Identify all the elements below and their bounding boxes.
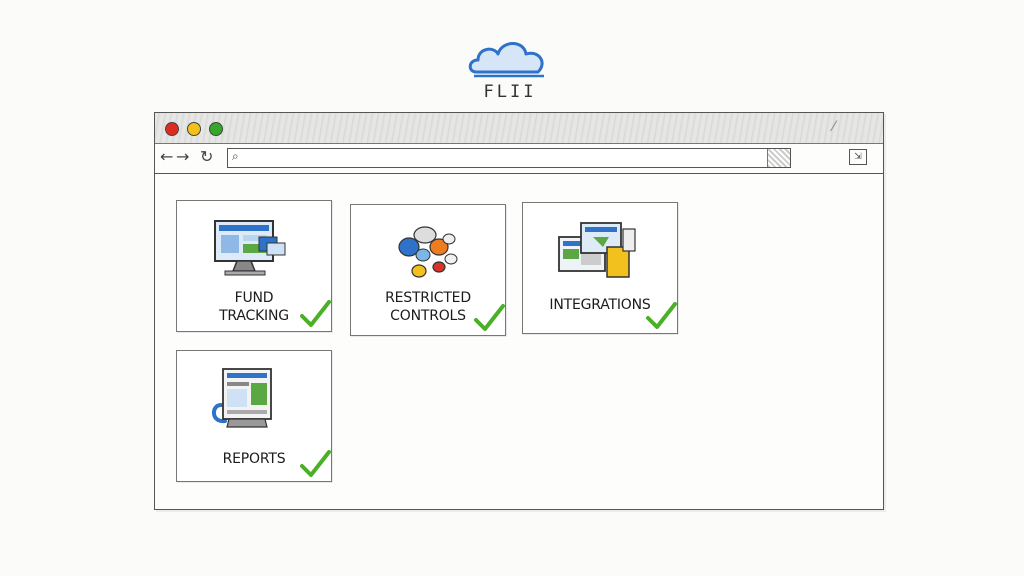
feature-label: TRACKING: [219, 308, 289, 324]
feature-card-integrations[interactable]: INTEGRATIONS: [522, 202, 678, 334]
checkmark-icon: [474, 304, 505, 331]
checkmark-icon: [300, 450, 331, 477]
connected-screens-icon: [558, 222, 636, 278]
colorful-blobs-icon: [398, 226, 458, 278]
feature-label: FUND: [234, 290, 274, 306]
address-bar[interactable]: ⌕: [227, 148, 791, 168]
monitor-dashboard-icon: [214, 220, 286, 276]
resize-grip-icon: ⁄: [832, 119, 835, 135]
close-window-button[interactable]: [165, 122, 179, 136]
logo-text: FLII: [483, 82, 537, 102]
minimize-window-button[interactable]: [187, 122, 201, 136]
back-arrow-icon[interactable]: ←: [160, 147, 174, 166]
cloud-logo-icon: [468, 42, 544, 78]
feature-card-reports[interactable]: REPORTS: [176, 350, 332, 482]
feature-label: CONTROLS: [390, 308, 466, 324]
search-icon: ⌕: [232, 149, 239, 163]
report-document-icon: [212, 368, 272, 428]
feature-label: REPORTS: [222, 451, 286, 467]
browser-titlebar: ⁄: [155, 113, 883, 144]
address-bar-end-icon: [767, 149, 790, 167]
feature-card-restricted-controls[interactable]: RESTRICTED CONTROLS: [350, 204, 506, 336]
feature-label: RESTRICTED: [385, 290, 471, 306]
checkmark-icon: [646, 302, 677, 329]
feature-card-fund-tracking[interactable]: FUND TRACKING: [176, 200, 332, 332]
feature-label: INTEGRATIONS: [549, 297, 651, 313]
maximize-window-button[interactable]: [209, 122, 223, 136]
checkmark-icon: [300, 300, 331, 327]
forward-arrow-icon[interactable]: →: [176, 147, 190, 166]
reload-icon[interactable]: ↻: [200, 147, 214, 166]
extension-icon[interactable]: ⇲: [849, 149, 867, 165]
browser-toolbar: ← → ↻ ⌕ ⇲: [155, 143, 883, 174]
